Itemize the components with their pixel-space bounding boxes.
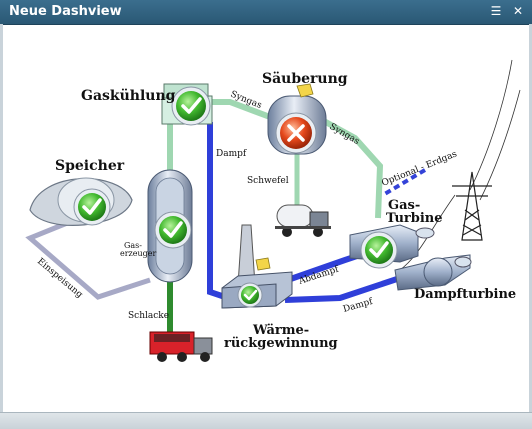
label-dampf-1: Dampf: [216, 149, 247, 159]
status-bar: [0, 412, 532, 429]
label-dampf-2: Dampf: [342, 297, 374, 315]
label-dampfturbine: Dampfturbine: [414, 287, 516, 302]
power-line-3: [399, 194, 456, 271]
title-bar[interactable]: Neue Dashview ☰ ✕: [0, 0, 532, 25]
window-border-left: [0, 24, 3, 428]
transmission-tower: [452, 171, 492, 241]
steam-to-turbine-pipe: [284, 275, 401, 303]
status-error-icon-gas-cleaning[interactable]: [275, 112, 317, 154]
label-gaserzeuger-1: Gas-: [124, 241, 142, 250]
label-speicher: Speicher: [55, 158, 125, 174]
label-waerme-1: Wärme-: [252, 323, 309, 338]
window-title: Neue Dashview: [9, 4, 122, 19]
power-line-2: [479, 89, 521, 201]
label-optional-erdgas: Optional - Erdgas: [380, 149, 458, 188]
label-gasturbine-2: Turbine: [386, 211, 443, 226]
label-syngas-2: Syngas: [328, 122, 362, 147]
label-saeuberung: Säuberung: [262, 71, 348, 87]
status-ok-icon-gas-cooler[interactable]: [171, 86, 211, 126]
syngas-pipe-2: [320, 117, 384, 219]
label-gaskuehlung: Gaskühlung: [81, 88, 176, 104]
close-icon[interactable]: ✕: [512, 4, 524, 18]
label-gaserzeuger-2: erzeuger: [120, 249, 157, 258]
note-icon[interactable]: [296, 83, 314, 98]
status-ok-icon-heat-recovery[interactable]: [237, 282, 263, 308]
label-schlacke: Schlacke: [128, 311, 169, 321]
sulfur-tanker-truck: [275, 204, 331, 237]
label-gasturbine-1: Gas-: [388, 198, 420, 213]
power-line-1: [469, 59, 513, 191]
feed-pipe: [25, 210, 151, 300]
natural-gas-pipe: [381, 168, 427, 197]
list-icon[interactable]: ☰: [490, 4, 502, 18]
status-ok-icon-storage[interactable]: [73, 188, 111, 226]
label-schwefel: Schwefel: [247, 176, 289, 186]
note-icon[interactable]: [255, 257, 271, 271]
steam-turbine: [394, 254, 472, 291]
slag-dump-truck: [149, 331, 213, 362]
window-border-right: [529, 24, 532, 428]
status-ok-icon-gas-turbine[interactable]: [360, 231, 398, 269]
status-ok-icon-gasifier[interactable]: [154, 211, 192, 249]
label-waerme-2: rückgewinnung: [224, 336, 338, 351]
